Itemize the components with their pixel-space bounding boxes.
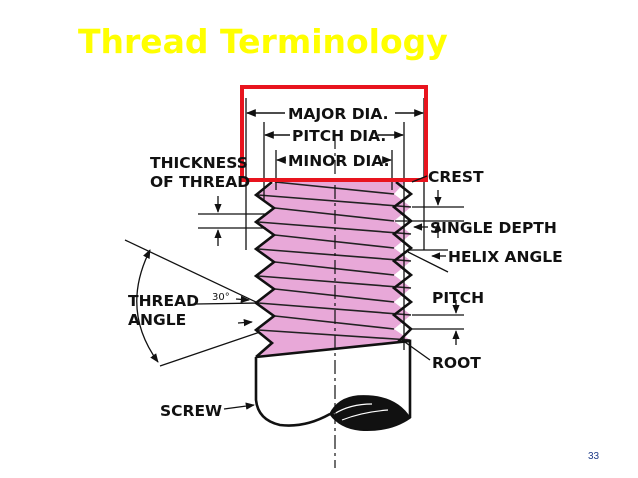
crest-label: CREST xyxy=(428,168,484,186)
slide-title: Thread Terminology xyxy=(78,22,448,61)
thickness-label-line2: OF THREAD xyxy=(150,173,250,191)
thread-profile-right xyxy=(391,180,414,343)
single-depth-label: SINGLE DEPTH xyxy=(430,219,557,237)
screw-break-end xyxy=(329,395,412,431)
screw-label: SCREW xyxy=(160,402,222,420)
thread-profile-left xyxy=(253,180,277,358)
helix-angle-label: HELIX ANGLE xyxy=(448,248,563,266)
screw-shank xyxy=(254,339,412,427)
root-label: ROOT xyxy=(432,354,481,372)
major-dia-label: MAJOR DIA. xyxy=(288,105,389,123)
highlight-box xyxy=(240,85,428,182)
thread-angle-label-line1: THREAD xyxy=(128,292,199,310)
minor-dia-label: MINOR DIA. xyxy=(288,152,389,170)
thread-angle-label-line2: ANGLE xyxy=(128,311,186,329)
thickness-label-line1: THICKNESS xyxy=(150,154,248,172)
pitch-label: PITCH xyxy=(432,289,484,307)
pitch-dia-label: PITCH DIA. xyxy=(292,127,386,145)
angle-value-label: 30° xyxy=(212,292,230,303)
page-number: 33 xyxy=(588,451,600,462)
